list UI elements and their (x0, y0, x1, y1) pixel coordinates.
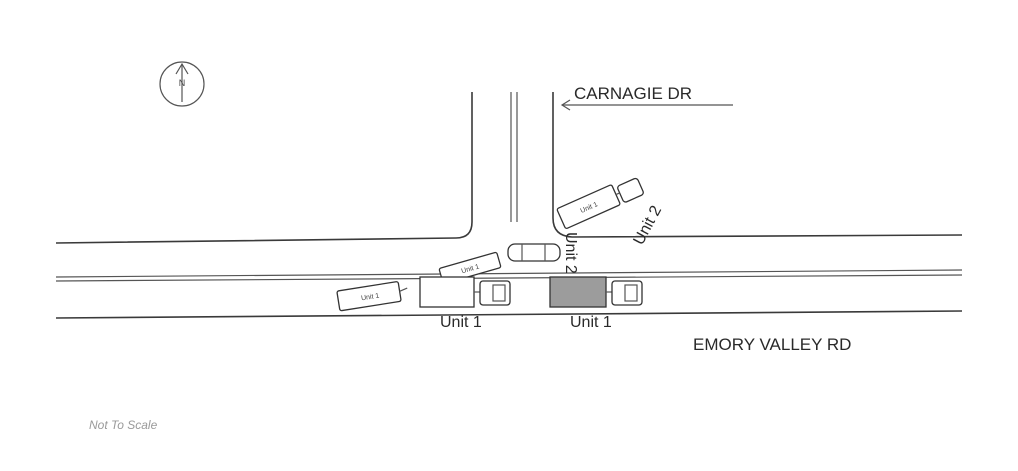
unit1-label-left: Unit 1 (440, 314, 482, 331)
north-letter: N (179, 78, 186, 88)
carnagie-dr-road (55, 92, 963, 244)
unit1-trailer-angled: Unit 1 (438, 251, 502, 285)
unit1-trailer-left: Unit 1 (336, 281, 408, 312)
unit2-car (507, 243, 561, 262)
unit1-truck-right (549, 276, 643, 308)
unit1-label-right: Unit 1 (570, 314, 612, 331)
unit1-trailer-left-text: Unit 1 (361, 293, 380, 303)
unit1-trailer-angled-text: Unit 1 (461, 264, 481, 276)
unit2-vehicle-turning: Unit 1 (556, 177, 644, 229)
emory-valley-label: EMORY VALLEY RD (693, 335, 851, 354)
carnagie-arrow (560, 99, 733, 111)
north-arrow-icon: N (159, 61, 205, 107)
unit2-label-upper: Unit 2 (631, 203, 666, 248)
emory-valley-road (55, 269, 963, 319)
scale-note: Not To Scale (89, 418, 158, 432)
carnagie-dr-label: CARNAGIE DR (574, 84, 692, 103)
unit2-label-lower: Unit 2 (562, 232, 579, 274)
unit1-truck-left (419, 276, 511, 308)
